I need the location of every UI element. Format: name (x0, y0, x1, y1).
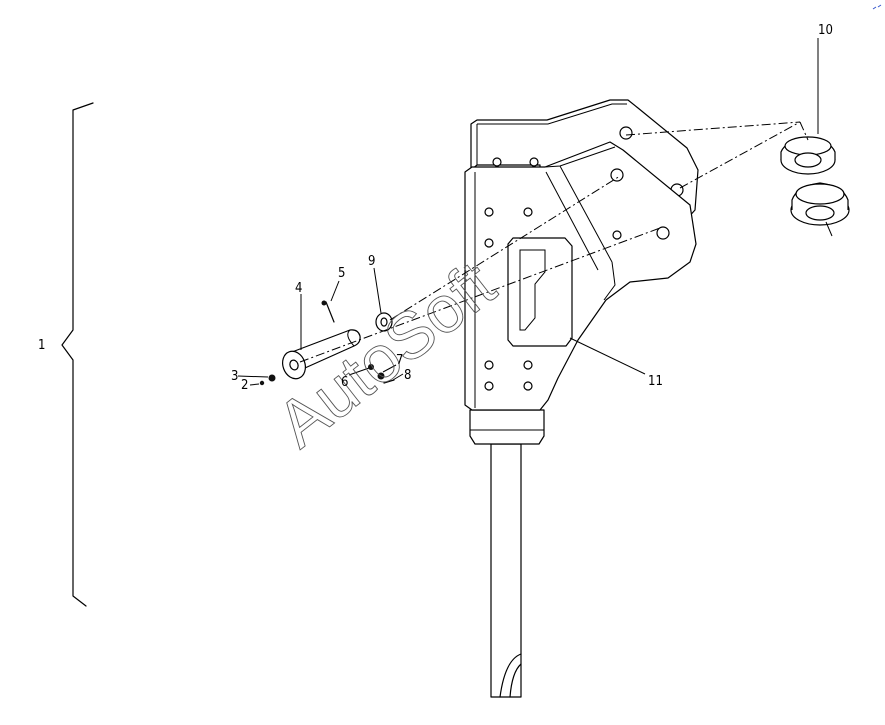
assembly-bracket (61, 102, 94, 607)
rubber-bushings (780, 136, 850, 237)
callout-7: 7 (396, 353, 403, 368)
callout-4: 4 (295, 281, 302, 296)
leader-lines (237, 38, 819, 386)
callout-10: 10 (818, 23, 833, 38)
corner-mark (872, 4, 882, 10)
assembly-centerlines (299, 121, 809, 363)
callout-5: 5 (338, 266, 345, 281)
hydraulic-breaker-body (464, 141, 697, 411)
chisel-tool (490, 443, 522, 698)
callout-9: 9 (368, 254, 375, 269)
callout-3: 3 (231, 369, 238, 384)
front-head-collar (469, 409, 545, 445)
callout-11: 11 (648, 374, 663, 389)
callout-labels: 1 2 3 4 5 6 7 8 9 10 11 (38, 23, 833, 393)
callout-2: 2 (241, 378, 248, 393)
callout-1: 1 (38, 338, 45, 353)
pin-assembly (259, 300, 395, 386)
callout-6: 6 (341, 375, 348, 390)
callout-8: 8 (404, 368, 411, 383)
